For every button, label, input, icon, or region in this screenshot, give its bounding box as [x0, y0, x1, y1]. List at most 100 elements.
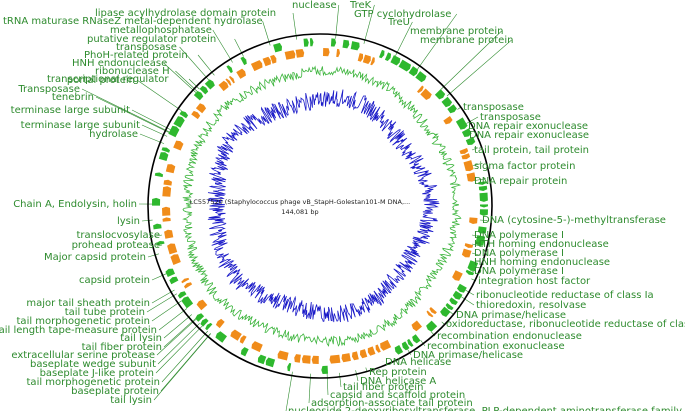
forward-feature-37	[467, 260, 479, 271]
reverse-feature-6	[362, 54, 371, 64]
reverse-feature-55	[367, 346, 376, 356]
reverse-feature-118	[295, 49, 305, 58]
reverse-feature-111	[236, 68, 246, 79]
label-left-4: terminase large subunit	[21, 120, 140, 131]
gc-content-line	[182, 65, 462, 347]
label-right-12: DNA polymerase I	[474, 266, 564, 277]
forward-feature-33	[477, 226, 487, 234]
reverse-feature-63	[294, 354, 301, 363]
forward-feature-52	[394, 345, 404, 355]
reverse-feature-2	[336, 48, 340, 58]
reverse-feature-26	[466, 172, 476, 182]
label-right-2: DNA repair exonuclease	[468, 121, 588, 132]
forward-feature-28	[478, 185, 488, 191]
label-right-leader-10	[471, 252, 481, 256]
forward-feature-42	[449, 297, 458, 305]
forward-feature-96	[158, 152, 169, 161]
label-right-leader-1	[466, 116, 479, 124]
reverse-feature-84	[170, 254, 181, 265]
forward-feature-78	[181, 296, 194, 309]
label-right-leader-5	[471, 162, 483, 167]
label-left-17: tail fiber protein	[82, 342, 162, 353]
label-right-leader-12	[471, 270, 475, 273]
forward-feature-43	[445, 303, 454, 311]
reverse-feature-68	[251, 341, 263, 353]
label-left-11: capsid protein	[79, 275, 150, 286]
forward-feature-29	[479, 192, 488, 202]
forward-feature-1	[330, 38, 337, 47]
forward-feature-27	[478, 181, 487, 185]
reverse-feature-15	[420, 88, 432, 100]
label-left-3: terminase large subunit	[11, 105, 130, 116]
forward-feature-13	[415, 71, 427, 83]
label-left-leader-19	[157, 323, 200, 365]
forward-feature-44	[440, 306, 451, 317]
label-right-20: DNA primase/helicase	[413, 350, 523, 361]
reverse-feature-7	[370, 57, 375, 66]
forward-feature-12	[408, 66, 419, 77]
reverse-feature-70	[239, 335, 247, 344]
label-right-18: recombination endonuclease	[437, 331, 582, 342]
label-right-leader-7	[479, 219, 488, 221]
label-right-leader-27	[285, 371, 293, 411]
label-top-3: putative regulator protein	[87, 34, 216, 45]
label-left-leader-3	[131, 109, 171, 130]
label-right-leader-14	[465, 289, 475, 296]
forward-feature-10	[390, 55, 401, 66]
forward-feature-116	[273, 42, 282, 53]
label-left-16: tail lysin	[120, 333, 162, 344]
label-left-leader-18	[156, 319, 197, 356]
label-top-0: tRNA maturase RNaseZ metal-dependent hyd…	[3, 16, 263, 27]
label-left-9: prohead protease	[72, 240, 160, 251]
label-right-1: transposase	[480, 112, 541, 123]
label-right-27: nucleoside 2-deoxyribosyltransferase, PL…	[288, 406, 685, 411]
label-right-leader-4	[471, 147, 478, 151]
label-top-leader-11	[417, 13, 458, 70]
label-top-leader-4	[179, 46, 210, 81]
label-right-leader-26	[308, 373, 311, 404]
forward-feature-51	[401, 341, 410, 351]
label-left-leader-17	[163, 318, 196, 348]
label-right-26: adsorption-associate tail protein	[311, 398, 473, 409]
reverse-feature-93	[163, 179, 172, 186]
label-right-17: oxidoreductase, ribonucleotide reductase…	[446, 319, 685, 330]
forward-feature-120	[309, 38, 314, 47]
label-right-22: Rep protein	[369, 367, 427, 378]
label-left-0: portal protein	[67, 75, 135, 86]
reverse-feature-117	[284, 50, 296, 60]
forward-feature-82	[169, 276, 179, 285]
forward-feature-18	[447, 104, 457, 114]
forward-feature-3	[342, 39, 350, 49]
forward-feature-64	[287, 363, 292, 372]
genome-length: 144,081 bp	[281, 208, 318, 216]
reverse-feature-113	[250, 60, 263, 72]
reverse-feature-24	[461, 153, 471, 160]
label-left-leader-2	[95, 96, 170, 133]
label-left-22: baseplate protein	[71, 386, 159, 397]
label-left-leader-21	[161, 330, 209, 383]
reverse-feature-87	[164, 229, 174, 239]
reverse-feature-90	[162, 206, 171, 216]
label-left-18: extracellular serine protease	[11, 350, 155, 361]
label-right-16: DNA primase/helicase	[456, 310, 566, 321]
genome-backbone-circle	[147, 33, 493, 379]
forward-feature-47	[426, 320, 438, 332]
label-left-12: major tail sheath protein	[26, 298, 150, 309]
reverse-feature-81	[181, 277, 190, 284]
forward-feature-60	[321, 365, 328, 374]
reverse-feature-19	[443, 116, 453, 125]
forward-feature-69	[240, 347, 249, 357]
reverse-feature-54	[375, 344, 381, 353]
forward-feature-8	[379, 49, 385, 59]
reverse-feature-109	[228, 76, 235, 84]
label-right-5: sigma factor protein	[474, 161, 575, 172]
label-top-14: membrane protein	[420, 35, 513, 46]
reverse-feature-102	[191, 110, 201, 120]
label-top-leader-8	[188, 78, 200, 90]
label-left-7: lysin	[117, 216, 140, 227]
label-right-21: DNA helicase	[385, 357, 451, 368]
forward-feature-66	[265, 357, 276, 368]
label-right-leader-17	[441, 321, 445, 325]
label-right-8: DNA polymerase I	[474, 230, 564, 241]
reverse-feature-56	[360, 349, 368, 359]
